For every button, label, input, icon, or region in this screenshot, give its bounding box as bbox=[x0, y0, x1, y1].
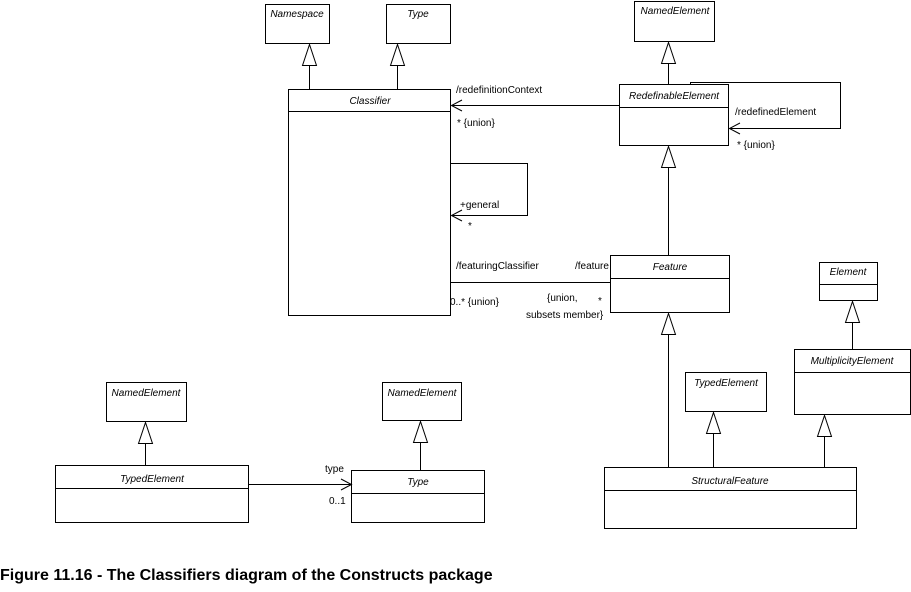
label-union-redefinable: * {union} bbox=[737, 140, 775, 151]
class-typed-element-right: TypedElement bbox=[685, 372, 767, 412]
class-redefinable-element: RedefinableElement bbox=[619, 84, 729, 146]
classifiers-uml-diagram: Namespace Type NamedElement Classifier R… bbox=[55, 1, 911, 529]
class-element: Element bbox=[819, 262, 878, 301]
class-named-element-left: NamedElement bbox=[106, 382, 187, 422]
generalization-feature-redefinable bbox=[660, 144, 677, 256]
association-redefinition-context bbox=[450, 99, 620, 112]
class-structural-feature-name: StructuralFeature bbox=[691, 476, 769, 487]
class-type-bottom-name: Type bbox=[407, 477, 429, 488]
generalization-classifier-namespace bbox=[301, 42, 318, 90]
class-feature-name: Feature bbox=[653, 262, 688, 273]
generalization-structural-multiplicity bbox=[816, 413, 833, 468]
association-redefined-element bbox=[690, 82, 841, 135]
generalization-classifier-type bbox=[389, 42, 406, 90]
class-named-element-top: NamedElement bbox=[634, 1, 715, 42]
class-named-element-top-name: NamedElement bbox=[641, 6, 711, 17]
label-featuring-classifier: /featuringClassifier bbox=[456, 261, 539, 272]
label-general-mult: * bbox=[468, 221, 472, 232]
label-union-classifier: * {union} bbox=[457, 118, 495, 129]
label-general: +general bbox=[460, 200, 499, 211]
class-multiplicity-element-name: MultiplicityElement bbox=[811, 356, 895, 367]
class-named-element-mid: NamedElement bbox=[382, 382, 462, 421]
generalization-structural-feature bbox=[660, 311, 677, 468]
class-multiplicity-element: MultiplicityElement bbox=[794, 349, 911, 415]
label-feature-role: /feature bbox=[575, 261, 609, 272]
association-type bbox=[248, 478, 353, 491]
generalization-type-namedelement bbox=[412, 419, 429, 471]
class-feature: Feature bbox=[610, 255, 730, 313]
class-typed-element-right-name: TypedElement bbox=[694, 378, 759, 389]
class-classifier-name: Classifier bbox=[349, 96, 391, 107]
class-typed-element-left-name: TypedElement bbox=[120, 474, 185, 485]
class-namespace: Namespace bbox=[265, 4, 330, 44]
figure-caption: Figure 11.16 - The Classifiers diagram o… bbox=[0, 567, 493, 584]
label-redefinition-context: /redefinitionContext bbox=[456, 85, 542, 96]
generalization-redefinable-namedelement bbox=[660, 40, 677, 85]
class-type-top: Type bbox=[386, 4, 451, 44]
class-structural-feature: StructuralFeature bbox=[604, 467, 857, 529]
label-feature-constraint-1: {union, bbox=[547, 293, 578, 304]
generalization-multiplicity-element bbox=[844, 299, 861, 350]
label-type-mult: 0..1 bbox=[329, 496, 346, 507]
class-named-element-left-name: NamedElement bbox=[112, 388, 182, 399]
class-redefinable-element-name: RedefinableElement bbox=[629, 91, 720, 102]
class-type-bottom: Type bbox=[351, 470, 485, 523]
class-type-top-name: Type bbox=[407, 9, 429, 20]
class-named-element-mid-name: NamedElement bbox=[388, 388, 458, 399]
label-featuring-mult: 0..* {union} bbox=[450, 297, 500, 308]
association-general bbox=[450, 163, 528, 222]
label-redefined-element: /redefinedElement bbox=[735, 107, 816, 118]
label-type-role: type bbox=[325, 464, 344, 475]
label-feature-constraint-2: subsets member} bbox=[526, 310, 604, 321]
generalization-typedelement-namedelement bbox=[137, 420, 154, 466]
class-namespace-name: Namespace bbox=[270, 9, 324, 20]
generalization-structural-typedelement bbox=[705, 410, 722, 468]
label-feature-mult: * bbox=[598, 296, 602, 307]
class-typed-element-left: TypedElement bbox=[55, 465, 249, 523]
class-classifier: Classifier bbox=[288, 89, 451, 316]
class-element-name: Element bbox=[830, 267, 868, 278]
